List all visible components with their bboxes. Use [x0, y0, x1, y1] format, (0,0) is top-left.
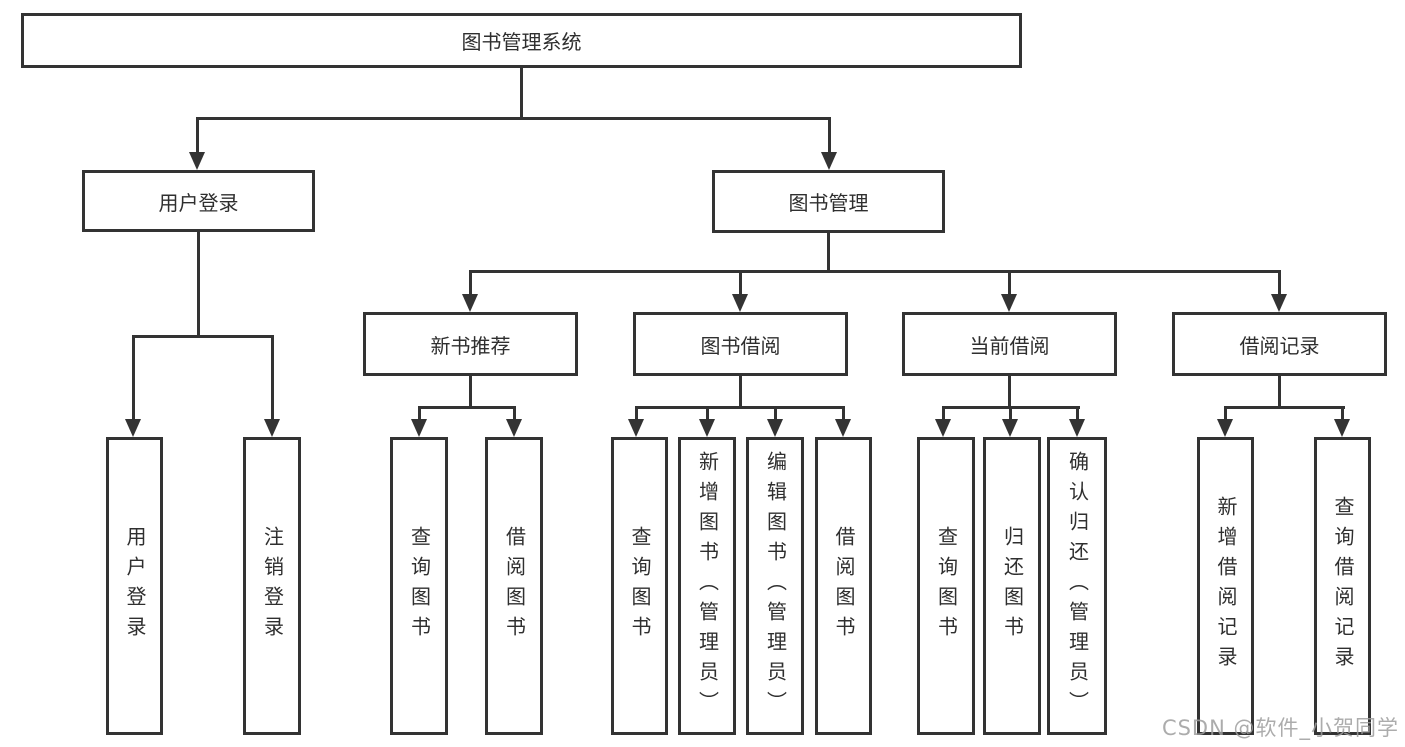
leaf-label: 查询图书 [934, 526, 959, 646]
connector-line [519, 68, 523, 120]
node-leaf-query-books: 查询图书 [611, 437, 668, 735]
arrowhead-down-icon [821, 152, 837, 170]
connector-line [195, 117, 830, 120]
leaf-label: 借阅图书 [502, 526, 527, 646]
node-user-login: 用户登录 [82, 170, 315, 232]
arrowhead-down-icon [189, 152, 205, 170]
arrowhead-down-icon [767, 419, 783, 437]
connector-line [468, 376, 472, 409]
connector-line [512, 406, 516, 421]
connector-line [826, 233, 830, 272]
connector-line [1007, 270, 1011, 297]
leaf-label: 确认归还（管理员） [1065, 451, 1090, 721]
node-leaf-logout: 注销登录 [243, 437, 301, 735]
arrowhead-down-icon [1002, 419, 1018, 437]
node-book-borrowing: 图书借阅 [633, 312, 848, 376]
node-leaf-add-books-admin: 新增图书（管理员） [678, 437, 736, 735]
arrowhead-down-icon [935, 419, 951, 437]
node-leaf-query-books: 查询图书 [390, 437, 448, 735]
connector-line [468, 270, 472, 297]
leaf-label: 归还图书 [1000, 526, 1025, 646]
leaf-label: 新增图书（管理员） [695, 451, 720, 721]
arrowhead-down-icon [125, 419, 141, 437]
node-leaf-confirm-return-admin: 确认归还（管理员） [1047, 437, 1107, 735]
connector-line [705, 406, 709, 421]
arrowhead-down-icon [264, 419, 280, 437]
connector-line [131, 335, 274, 338]
arrowhead-down-icon [1001, 294, 1017, 312]
connector-line [1277, 270, 1281, 297]
connector-line [417, 406, 516, 409]
connector-line [131, 335, 135, 421]
connector-line [827, 117, 831, 155]
arrowhead-down-icon [628, 419, 644, 437]
leaf-label: 注销登录 [260, 526, 285, 646]
connector-line [634, 406, 845, 409]
node-leaf-user-login: 用户登录 [106, 437, 163, 735]
arrowhead-down-icon [1217, 419, 1233, 437]
connector-line [1223, 406, 1345, 409]
csdn-watermark: CSDN @软件_小贺同学 [1161, 716, 1399, 740]
node-current-borrowing: 当前借阅 [902, 312, 1117, 376]
arrowhead-down-icon [462, 294, 478, 312]
connector-line [195, 117, 199, 155]
connector-line [196, 232, 200, 337]
leaf-label: 查询借阅记录 [1331, 496, 1355, 676]
arrowhead-down-icon [1271, 294, 1287, 312]
connector-line [417, 406, 421, 421]
connector-line [738, 376, 742, 409]
arrowhead-down-icon [1334, 419, 1350, 437]
connector-line [270, 335, 274, 421]
leaf-label: 新增借阅记录 [1214, 496, 1238, 676]
leaf-label: 用户登录 [123, 526, 147, 646]
connector-line [773, 406, 777, 421]
node-leaf-add-borrow-record: 新增借阅记录 [1197, 437, 1254, 735]
node-library-management-system: 图书管理系统 [21, 13, 1022, 68]
connector-line [738, 270, 742, 297]
connector-line [468, 270, 1280, 273]
node-new-book-recommendation: 新书推荐 [363, 312, 578, 376]
connector-line [1278, 376, 1281, 409]
connector-line [1075, 406, 1079, 421]
node-borrowing-records: 借阅记录 [1172, 312, 1387, 376]
connector-line [841, 406, 845, 421]
leaf-label: 查询图书 [628, 526, 652, 646]
node-book-management: 图书管理 [712, 170, 945, 233]
connector-line [941, 406, 945, 421]
node-leaf-edit-books-admin: 编辑图书（管理员） [746, 437, 804, 735]
connector-line [1008, 376, 1011, 409]
node-leaf-borrow-books: 借阅图书 [485, 437, 543, 735]
node-leaf-query-borrow-record: 查询借阅记录 [1314, 437, 1371, 735]
connector-line [1008, 406, 1012, 421]
arrowhead-down-icon [1069, 419, 1085, 437]
connector-line [1223, 406, 1227, 421]
leaf-label: 查询图书 [407, 526, 432, 646]
arrowhead-down-icon [732, 294, 748, 312]
leaf-label: 借阅图书 [832, 526, 856, 646]
arrowhead-down-icon [699, 419, 715, 437]
node-leaf-borrow-books: 借阅图书 [815, 437, 872, 735]
leaf-label: 编辑图书（管理员） [763, 451, 788, 721]
node-leaf-query-books: 查询图书 [917, 437, 975, 735]
arrowhead-down-icon [835, 419, 851, 437]
connector-line [634, 406, 638, 421]
node-leaf-return-books: 归还图书 [983, 437, 1041, 735]
arrowhead-down-icon [411, 419, 427, 437]
arrowhead-down-icon [506, 419, 522, 437]
connector-line [1340, 406, 1344, 421]
